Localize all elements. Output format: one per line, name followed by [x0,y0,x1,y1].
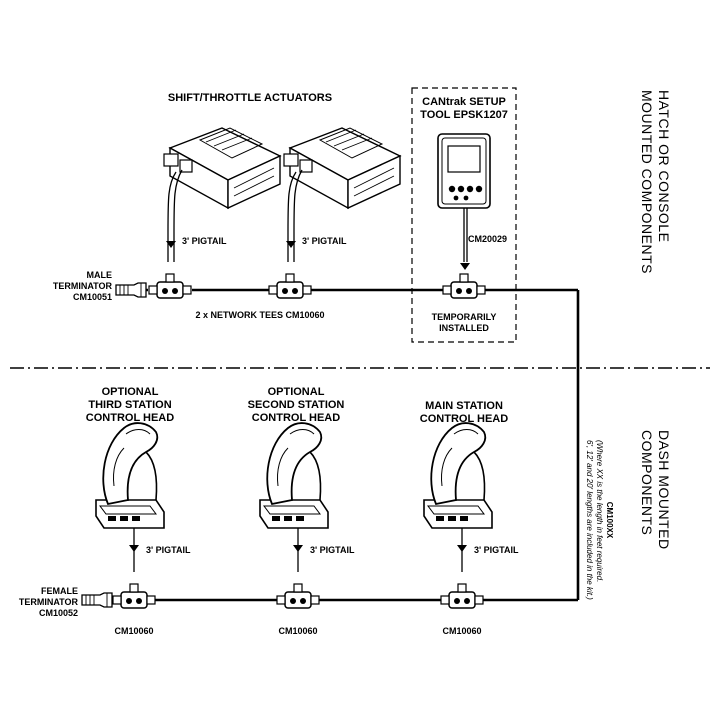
control-head-main-title: MAIN STATION CONTROL HEAD [419,400,509,425]
control-head-second-pigtail-label: 3' PIGTAIL [310,545,355,555]
actuator-1-pigtail-label: 3' PIGTAIL [182,236,227,246]
actuator-2-pigtail-label: 3' PIGTAIL [302,236,347,246]
actuator-1-pigtail [167,171,177,262]
actuators-title: SHIFT/THROTTLE ACTUATORS [167,92,333,104]
tee-main [440,583,484,609]
zone-label-bottom: DASH MOUNTED COMPONENTS [639,430,672,550]
control-head-second [259,422,329,529]
control-head-main [423,422,493,529]
riser-cable-annotation: CM100XX (Where XX is the length in feet … [585,440,614,600]
network-tee-setup [442,273,486,299]
network-tee-1 [148,273,192,299]
setup-tool-note: TEMPORARILY INSTALLED [431,312,497,333]
setup-tool-box [411,87,517,343]
control-head-third-title: OPTIONAL THIRD STATION CONTROL HEAD [85,386,175,424]
male-terminator-label: MALE TERMINATOR CM10051 [52,270,112,302]
actuator-2 [283,127,401,209]
control-head-main-pigtail-label: 3' PIGTAIL [474,545,519,555]
control-head-second-title: OPTIONAL SECOND STATION CONTROL HEAD [247,386,345,424]
tee-second [276,583,320,609]
female-terminator [81,592,113,608]
female-terminator-label: FEMALE TERMINATOR CM10052 [18,586,78,618]
network-tees-label: 2 x NETWORK TEES CM10060 [195,310,325,320]
setup-tool-title: CANtrak SETUP TOOL EPSK1207 [420,96,508,121]
setup-tool-part: CM20029 [468,234,508,244]
network-tee-2 [268,273,312,299]
setup-tool-display [437,133,491,209]
control-head-third [95,422,165,529]
tee-main-label: CM10060 [442,626,482,636]
actuator-2-pigtail [287,171,297,262]
tee-second-label: CM10060 [278,626,318,636]
control-head-third-pigtail-label: 3' PIGTAIL [146,545,191,555]
male-terminator [115,282,147,298]
tee-third-label: CM10060 [114,626,154,636]
tee-third [112,583,156,609]
zone-label-top: HATCH OR CONSOLE MOUNTED COMPONENTS [639,90,672,274]
actuator-1 [163,127,281,209]
